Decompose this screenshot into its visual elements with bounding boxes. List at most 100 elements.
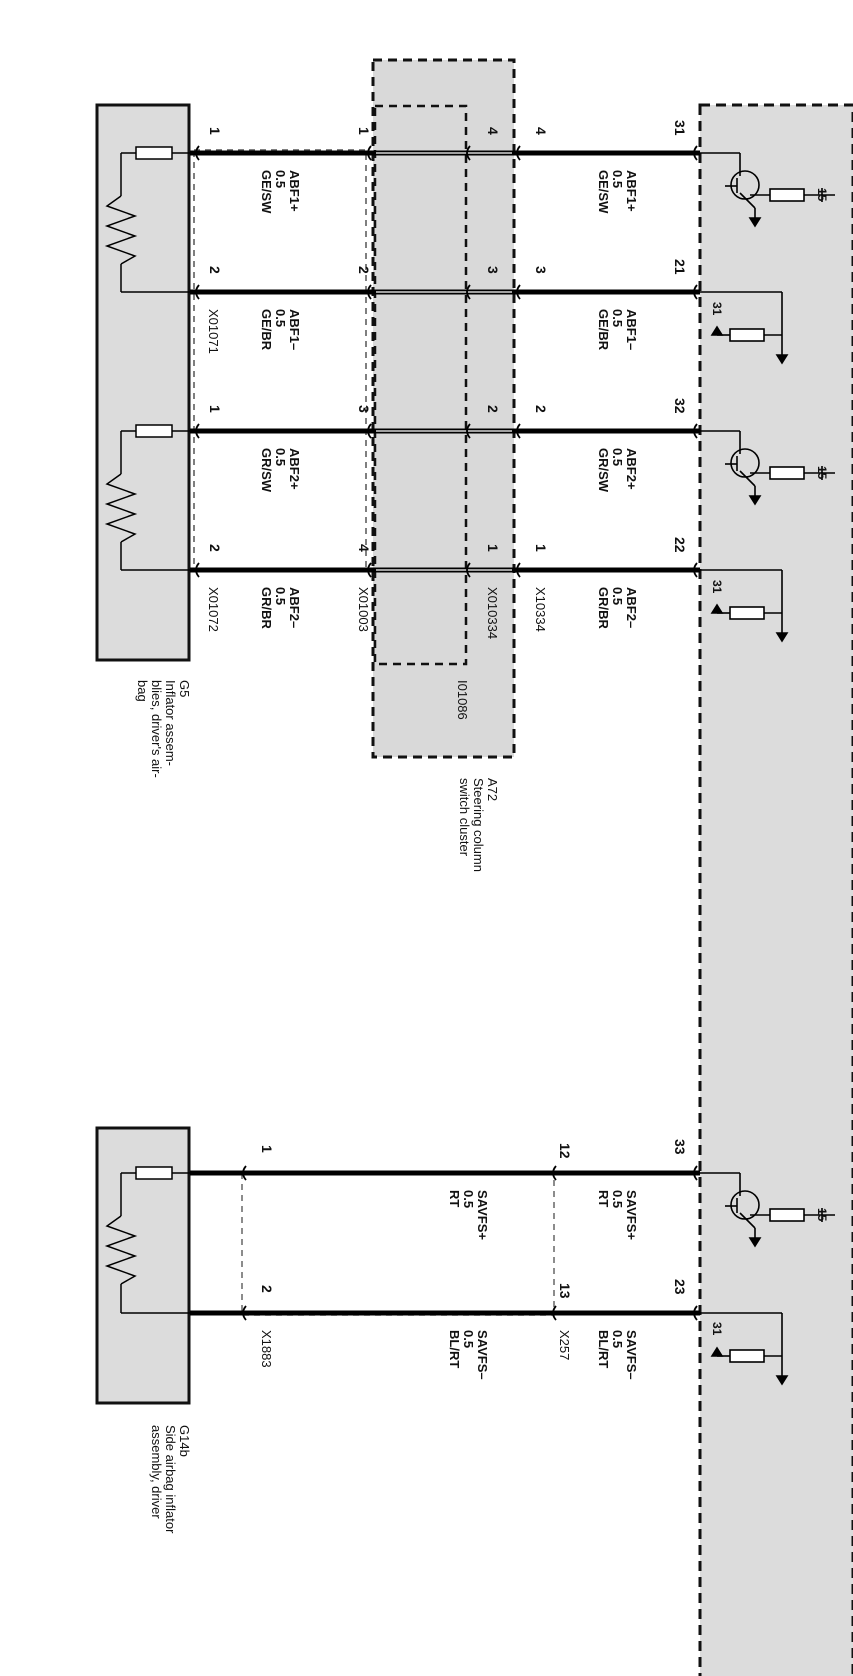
g5-squib-1 <box>104 146 190 293</box>
x01072-pin-2: 2 <box>207 544 223 552</box>
wire-right-4-name: ABF2– <box>624 587 639 628</box>
wire-right-3-name: ABF2+ <box>624 448 639 490</box>
x10334-pin-1: 1 <box>533 544 549 552</box>
wire-savfs-plus-left-size: 0.5 <box>461 1190 476 1208</box>
x010334-pin-1: 1 <box>485 544 501 552</box>
supply-label-1: 15 <box>815 188 829 202</box>
wire-savfs-plus-right-size: 0.5 <box>610 1190 625 1208</box>
x10334-pin-3: 3 <box>533 266 549 274</box>
wire-left-4-color: GR/BR <box>259 587 274 630</box>
wire-right-1-size: 0.5 <box>610 170 625 188</box>
ecu-pin-23: 23 <box>672 1279 688 1295</box>
wire-savfs-minus-right-name: SAVFS– <box>624 1330 639 1380</box>
wire-left-3-size: 0.5 <box>273 448 288 466</box>
ecu-driver-low-1 <box>700 291 789 365</box>
wire-left-2-name: ABF1– <box>287 309 302 350</box>
x01003-outline <box>193 149 367 571</box>
a72-desc-1: Steering column <box>471 778 486 872</box>
x01003-label: X01003 <box>356 587 371 632</box>
ecu-pin-22: 22 <box>672 537 688 553</box>
airbag-control-unit <box>698 103 853 1676</box>
wire-left-3-name: ABF2+ <box>287 448 302 490</box>
wire-savfs-minus-left-size: 0.5 <box>461 1330 476 1348</box>
ecu-pin-21: 21 <box>672 259 688 275</box>
wire-right-3-size: 0.5 <box>610 448 625 466</box>
ground-label-1: 31 <box>710 302 724 316</box>
wire-savfs-plus-right-color: RT <box>596 1190 611 1207</box>
g14b-code: G14b <box>177 1425 192 1457</box>
wire-right-2-color: GE/BR <box>596 309 611 351</box>
ground-label-2: 31 <box>710 580 724 594</box>
g5-squib-2 <box>104 424 190 571</box>
supply-label-3: 15 <box>815 1208 829 1222</box>
ground-label-3: 31 <box>710 1322 724 1336</box>
steering-cluster-inner <box>373 104 468 666</box>
i01086-label: I01086 <box>455 680 470 720</box>
g14b-squib <box>104 1166 190 1314</box>
g5-code: G5 <box>177 680 192 697</box>
g14b-desc-2: assembly, driver <box>149 1425 164 1519</box>
a72-code: A72 <box>485 778 500 801</box>
ecu-pin-33: 33 <box>672 1139 688 1155</box>
wire-left-2-color: GE/BR <box>259 309 274 351</box>
x10334-label: X10334 <box>533 587 548 632</box>
wire-left-1-color: GE/SW <box>259 170 274 214</box>
wire-right-4-size: 0.5 <box>610 587 625 605</box>
x01071-pin-2: 2 <box>207 266 223 274</box>
wire-right-1-color: GE/SW <box>596 170 611 214</box>
wire-savfs-minus-right-color: BL/RT <box>596 1330 611 1368</box>
g5-desc-1: Inflator assem- <box>163 680 178 766</box>
wire-right-1-name: ABF1+ <box>624 170 639 212</box>
g5-desc-3: bag <box>135 680 150 702</box>
ecu-driver-high-1 <box>700 152 835 228</box>
x01003-pin-4: 4 <box>356 544 372 552</box>
x01071-pin-1: 1 <box>207 127 223 135</box>
ecu-pin-32: 32 <box>672 398 688 414</box>
ecu-pin-31: 31 <box>672 120 688 136</box>
wire-right-4-color: GR/BR <box>596 587 611 630</box>
wire-left-1-name: ABF1+ <box>287 170 302 212</box>
wire-savfs-plus-left-color: RT <box>447 1190 462 1207</box>
wire-savfs-plus-left-name: SAVFS+ <box>475 1190 490 1240</box>
x01072-label: X01072 <box>206 587 221 632</box>
wire-left-2-size: 0.5 <box>273 309 288 327</box>
g5-inflator-box <box>95 103 191 662</box>
x01071-label: X01071 <box>206 309 221 354</box>
x010334-pin-3: 3 <box>485 266 501 274</box>
ecu-driver-low-2 <box>700 569 789 643</box>
wire-right-2-size: 0.5 <box>610 309 625 327</box>
wire-savfs-plus-right-name: SAVFS+ <box>624 1190 639 1240</box>
x010334-pin-2: 2 <box>485 405 501 413</box>
x01003-pin-2: 2 <box>356 266 372 274</box>
wire-right-3-color: GR/SW <box>596 448 611 493</box>
x10334-pin-2: 2 <box>533 405 549 413</box>
x010334-pin-4: 4 <box>485 127 501 135</box>
wire-savfs-minus-left-name: SAVFS– <box>475 1330 490 1380</box>
x257-x1883-outline <box>241 1172 555 1316</box>
supply-label-2: 15 <box>815 466 829 480</box>
wire-savfs-minus-right-size: 0.5 <box>610 1330 625 1348</box>
wire-left-1-size: 0.5 <box>273 170 288 188</box>
wire-right-2-name: ABF1– <box>624 309 639 350</box>
x1883-label: X1883 <box>259 1330 274 1368</box>
wire-left-3-color: GR/SW <box>259 448 274 493</box>
x257-label: X257 <box>557 1330 572 1360</box>
x01072-pin-1: 1 <box>207 405 223 413</box>
x01003-pin-1: 1 <box>356 127 372 135</box>
ecu-driver-high-2 <box>700 430 835 506</box>
wire-left-4-size: 0.5 <box>273 587 288 605</box>
g14b-desc-1: Side airbag inflator <box>163 1425 178 1534</box>
x257-pin-12: 12 <box>557 1143 573 1159</box>
steering-cluster-outer <box>371 58 516 759</box>
a72-desc-2: switch cluster <box>457 778 472 857</box>
wire-left-4-name: ABF2– <box>287 587 302 628</box>
x10334-pin-4: 4 <box>533 127 549 135</box>
x257-pin-13: 13 <box>557 1283 573 1299</box>
wire-savfs-minus-left-color: BL/RT <box>447 1330 462 1368</box>
x01003-pin-3: 3 <box>356 405 372 413</box>
ecu-driver-high-3 <box>700 1172 835 1248</box>
x010334-label: X010334 <box>485 587 500 639</box>
x1883-pin-2: 2 <box>259 1285 275 1293</box>
g5-desc-2: blies, driver's air- <box>149 680 164 778</box>
